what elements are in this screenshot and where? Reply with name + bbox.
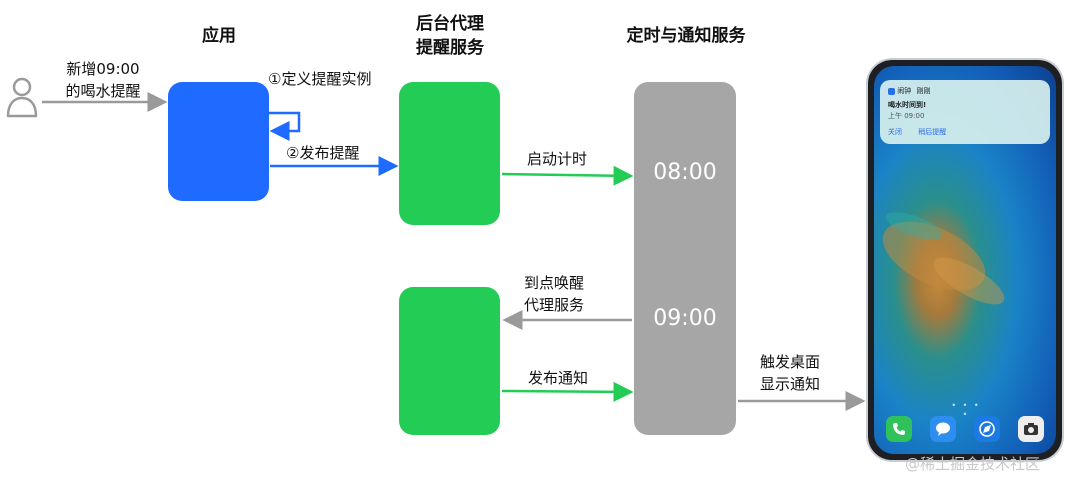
timer-box: 08:00 09:00 [634,82,736,435]
user-request-label: 新增09:00 的喝水提醒 [44,58,162,102]
browser-icon[interactable] [974,416,1000,442]
step-publish-label: ②发布提醒 [286,144,360,162]
alarm-app-icon [888,87,895,95]
step-wake-line1: 到点唤醒 [524,274,585,292]
agent-box-bottom [399,287,500,435]
step-publish-notification-label: 发布通知 [528,369,589,387]
time-alarm: 09:00 [653,306,717,331]
step-wake-line2: 代理服务 [524,296,585,314]
agent-header-line2: 提醒服务 [416,38,484,58]
arrow-agent-to-notification [501,381,634,402]
camera-icon[interactable] [1018,416,1044,442]
wallpaper-pattern [882,212,1005,305]
page-indicator: • • • • [951,401,981,419]
watermark: @稀土掘金技术社区 [905,455,1041,473]
app-header: 应用 [202,26,236,46]
user-request-line2: 的喝水提醒 [65,82,141,100]
phone-screen: 闹钟 刚刚 喝水时间到! 上午 09:00 关闭 稍后提醒 • • • • [874,66,1056,454]
notification-time: 上午 09:00 [888,112,925,120]
app-box [168,82,269,201]
step-start-timer-label: 启动计时 [527,150,588,168]
step-trigger-label: 触发桌面 显示通知 [760,351,820,395]
agent-box-top [399,82,500,225]
step-define-label: ①定义提醒实例 [268,70,372,88]
step-trigger-line2: 显示通知 [760,375,821,393]
notification-app-name: 闹钟 [897,87,912,95]
agent-header: 后台代理 提醒服务 [392,12,508,60]
arrow-agent-to-timer [501,165,634,186]
phone-icon[interactable] [886,416,912,442]
time-start: 08:00 [653,160,717,185]
message-icon[interactable] [930,416,956,442]
notification-title: 喝水时间到! [888,101,927,109]
phone-mockup: 闹钟 刚刚 喝水时间到! 上午 09:00 关闭 稍后提醒 • • • • [866,58,1064,462]
timer-header: 定时与通知服务 [626,26,746,46]
user-icon [4,76,40,118]
arrow-define-loop [269,111,301,141]
notification-close-button[interactable]: 关闭 [888,128,902,136]
notification-time-ago: 刚刚 [916,87,931,95]
phone-notification[interactable]: 闹钟 刚刚 喝水时间到! 上午 09:00 关闭 稍后提醒 [880,80,1050,144]
agent-header-line1: 后台代理 [416,14,484,34]
user-request-line1: 新增09:00 [66,60,140,78]
step-trigger-line1: 触发桌面 [760,353,821,371]
step-wake-label: 到点唤醒 代理服务 [524,272,584,316]
notification-snooze-button[interactable]: 稍后提醒 [918,128,947,136]
